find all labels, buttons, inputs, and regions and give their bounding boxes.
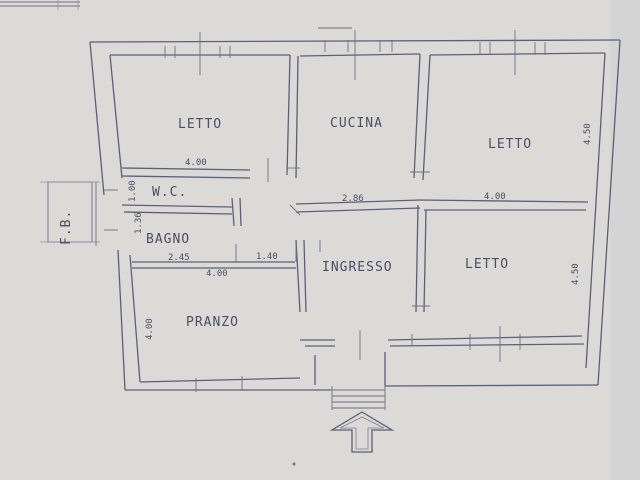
dim-pranzo-height: 4.00 [145,318,155,340]
room-label-pranzo: PRANZO [186,315,239,330]
room-label-bagno: BAGNO [146,232,190,247]
dim-letto-right-width: 4.00 [484,192,506,202]
dim-letto-bottom-height: 4.50 [571,263,581,285]
dim-bagno-height: 1.36 [134,212,144,234]
room-label-letto-top-left: LETTO [178,117,222,132]
dim-letto-left-width: 4.00 [185,158,207,168]
room-label-cucina: CUCINA [330,116,383,131]
dim-bagno-width: 2.45 [168,253,190,263]
entrance-arrow-icon [329,411,395,453]
entrance-steps [330,386,386,410]
room-label-fb: F.B. [59,210,74,245]
entrance-arrow-inner [339,416,385,450]
room-label-wc: W.C. [152,185,187,200]
interior-walls [121,53,589,347]
dim-hall-stub: 1.40 [256,252,278,262]
outer-walls [89,39,621,391]
opening-ticks [164,27,546,392]
dim-hall-width: 2.86 [342,194,364,204]
fb-niche [40,181,118,246]
dim-wc-height: 1.00 [128,180,138,202]
room-label-letto-bottom-right: LETTO [465,257,509,272]
paper-edge-shadow [610,0,640,480]
room-label-ingresso: INGRESSO [322,260,393,275]
corner-marks [0,0,80,10]
room-label-letto-top-right: LETTO [488,137,532,152]
pencil-mark [292,462,296,466]
dim-pranzo-width: 4.00 [206,269,228,279]
dim-letto-right-height: 4.50 [583,123,593,145]
